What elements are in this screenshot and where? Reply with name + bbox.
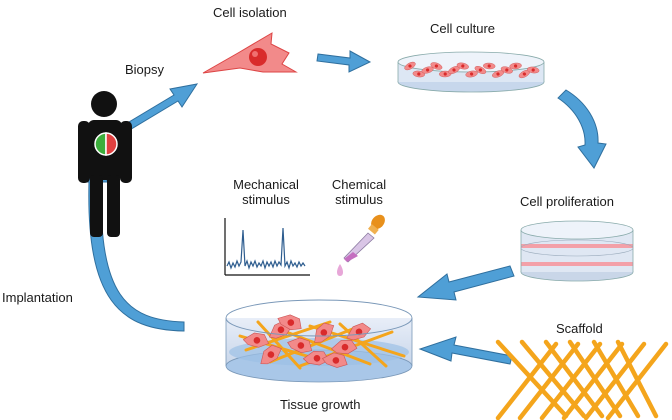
label-cell-culture: Cell culture (430, 21, 496, 36)
label-chemical-line1: Chemical (331, 177, 387, 192)
tissue-cell (331, 339, 358, 355)
label-tissue-growth: Tissue growth (280, 397, 361, 412)
tissue-cell (321, 352, 348, 368)
culture-cell (456, 62, 469, 70)
culture-cell (474, 66, 487, 74)
scaffold-fiber (615, 339, 659, 419)
label-scaffold: Scaffold (556, 321, 603, 336)
scaffold-fiber (543, 339, 605, 419)
scaffold-fiber (539, 341, 603, 420)
label-implantation: Implantation (2, 290, 73, 305)
label-chemical-line2: stimulus (335, 192, 383, 207)
label-mechanical-line1: Mechanical (233, 177, 299, 192)
tissue-fiber (256, 320, 302, 370)
signal-plot-icon (224, 218, 310, 276)
tissue-cell (314, 322, 335, 343)
human-body-icon (78, 91, 132, 237)
culture-cell (404, 61, 416, 71)
heart-icon (94, 132, 118, 156)
scaffold-mesh-icon (495, 339, 669, 420)
dropper-icon (337, 214, 385, 276)
culture-cell (421, 66, 434, 74)
tissue-cell (302, 350, 330, 366)
tissue-cell (260, 344, 282, 365)
cell-icon (202, 32, 298, 74)
arrow-isolation-to-culture (316, 50, 372, 73)
tissue-dish-icon (225, 299, 413, 383)
arrow-scaffold-to-tissue (418, 336, 513, 365)
arrow-proliferation-to-tissue (416, 265, 515, 301)
scaffold-fiber (495, 341, 559, 420)
tissue-cells (242, 314, 372, 368)
arrow-culture-to-proliferation (557, 89, 607, 169)
label-chemical-stimulus: Chemical stimulus (323, 177, 395, 207)
scaffold-fiber (561, 341, 625, 420)
culture-cell (509, 62, 522, 70)
scaffold-fiber (591, 339, 641, 419)
tissue-cell (277, 314, 302, 331)
label-cell-proliferation: Cell proliferation (520, 194, 614, 209)
tissue-cell (242, 332, 269, 348)
scaffold-fiber (517, 341, 581, 420)
stacked-dishes-icon (520, 220, 634, 282)
label-biopsy: Biopsy (125, 62, 165, 77)
culture-cell (465, 70, 478, 78)
culture-cell (500, 66, 513, 74)
tissue-fiber (338, 322, 388, 368)
label-mechanical-stimulus: Mechanical stimulus (221, 177, 311, 207)
culture-cells (404, 61, 540, 79)
culture-cell (483, 62, 496, 70)
culture-cell (430, 62, 443, 70)
culture-cell (492, 70, 504, 78)
tissue-cell (346, 322, 372, 341)
tissue-fiber (274, 326, 372, 366)
tissue-cell (287, 337, 313, 354)
scaffold-fiber (567, 339, 623, 419)
culture-dish-icon (397, 51, 545, 93)
label-cell-isolation: Cell isolation (213, 5, 287, 20)
label-mechanical-line2: stimulus (242, 192, 290, 207)
culture-cell (412, 70, 425, 78)
culture-cell (527, 66, 540, 74)
culture-cell (439, 70, 452, 78)
